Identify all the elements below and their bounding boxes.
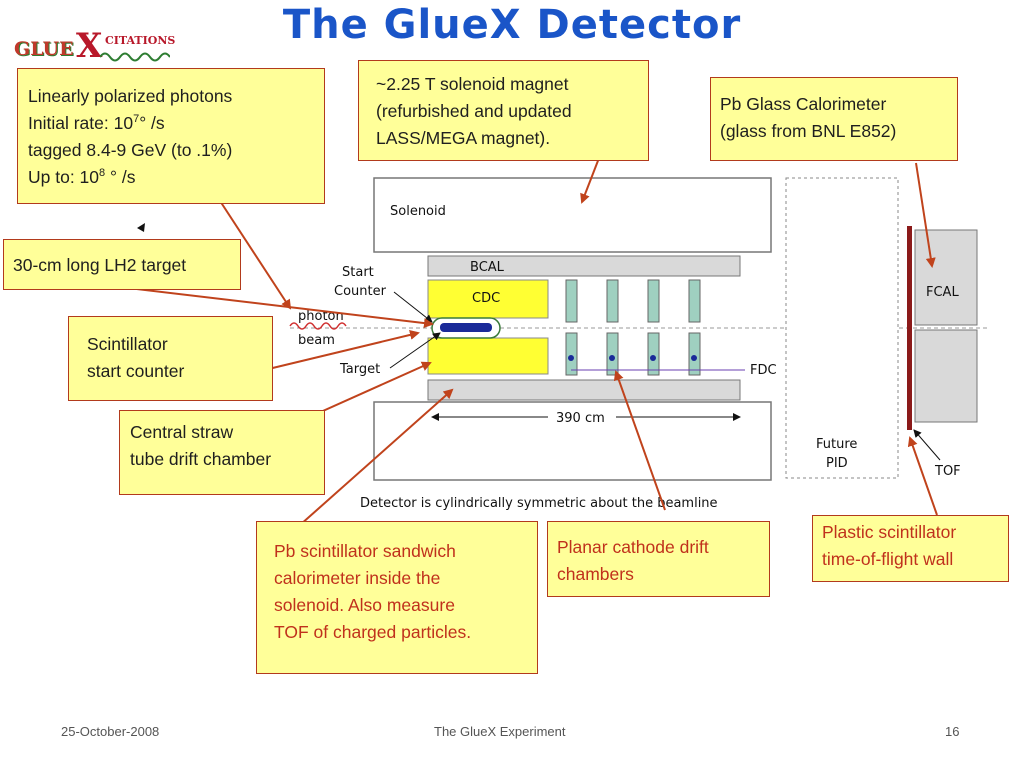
solenoid-upper xyxy=(373,177,772,253)
future-pid-box xyxy=(785,177,899,479)
central-straw-line-1: Central straw xyxy=(130,422,234,442)
start-counter-label-1: Start xyxy=(342,265,374,280)
pb-glass-box: Pb Glass Calorimeter (glass from BNL E85… xyxy=(710,77,958,161)
scintillator-line-1: Scintillator xyxy=(87,334,168,354)
diagram-caption: Detector is cylindrically symmetric abou… xyxy=(360,496,718,511)
photons-line-3: tagged 8.4-9 GeV (to .1%) xyxy=(28,140,233,160)
bcal-upper xyxy=(427,255,741,277)
fdc-package-4-upper xyxy=(688,279,701,323)
tof-wall xyxy=(907,226,912,430)
pb-scint-box: Pb scintillator sandwich calorimeter ins… xyxy=(256,521,538,674)
fcal-upper xyxy=(914,229,978,326)
arrow-pb-scint xyxy=(299,388,454,526)
plastic-line-1: Plastic scintillator xyxy=(822,522,957,542)
logo-glue-text: GLUE xyxy=(14,38,74,60)
fdc-package-1-lower xyxy=(565,332,578,376)
fdc-package-1-upper xyxy=(565,279,578,323)
arrow-pb-glass xyxy=(915,162,936,268)
footer-title: The GlueX Experiment xyxy=(434,724,566,739)
slide-title: The GlueX Detector xyxy=(282,2,742,48)
planar-box: Planar cathode drift chambers xyxy=(547,521,770,597)
target-box: 30-cm long LH2 target xyxy=(3,239,241,290)
stray-arrowhead-icon xyxy=(137,223,145,232)
start-counter-label-2: Counter xyxy=(334,284,387,299)
logo-citations-text: CITATIONS xyxy=(105,34,176,47)
photon-beam-wave xyxy=(289,322,347,330)
fcal-label: FCAL xyxy=(926,285,959,300)
arrow-scintillator xyxy=(255,330,420,373)
target-pointer xyxy=(389,332,441,369)
plastic-box: Plastic scintillator time-of-flight wall xyxy=(812,515,1009,582)
logo-x-text: X xyxy=(76,26,103,66)
fdc-package-3-lower xyxy=(647,332,660,376)
footer-date: 25-October-2008 xyxy=(61,724,160,739)
solenoid-label: Solenoid xyxy=(390,204,446,219)
target-shape xyxy=(440,323,492,332)
beam-label: beam xyxy=(298,333,335,348)
fdc-package-4-lower xyxy=(688,332,701,376)
bcal-lower xyxy=(427,379,741,401)
length-label: 390 cm xyxy=(556,411,605,426)
fcal-lower xyxy=(914,329,978,423)
pb-scint-line-2: calorimeter inside the xyxy=(274,568,441,588)
bcal-label: BCAL xyxy=(470,260,505,275)
solenoid-magnet-box: ~2.25 T solenoid magnet (refurbished and… xyxy=(358,60,649,161)
target-line-1: 30-cm long LH2 target xyxy=(13,255,187,275)
photons-box: Linearly polarized photons Initial rate:… xyxy=(17,68,325,204)
gluex-citations-logo: GLUE X CITATIONS xyxy=(12,26,176,72)
logo-wave-icon xyxy=(100,52,170,62)
central-straw-box: Central straw tube drift chamber xyxy=(119,410,325,495)
cdc-label: CDC xyxy=(472,291,500,306)
photons-line-1: Linearly polarized photons xyxy=(28,86,233,106)
cdc-upper xyxy=(427,279,549,319)
pb-glass-line-2: (glass from BNL E852) xyxy=(720,121,897,141)
arrow-planar xyxy=(613,370,666,511)
fdc-package-2-upper xyxy=(606,279,619,323)
footer-page-number: 16 xyxy=(945,724,960,739)
pb-scint-line-4: TOF of charged particles. xyxy=(274,622,472,642)
pb-scint-line-3: solenoid. Also measure xyxy=(274,595,455,615)
central-straw-line-2: tube drift chamber xyxy=(130,449,272,469)
solenoid-magnet-line-2: (refurbished and updated xyxy=(376,101,572,121)
pb-glass-line-1: Pb Glass Calorimeter xyxy=(720,94,887,114)
fdc-package-2-lower xyxy=(606,332,619,376)
cdc-lower xyxy=(427,337,549,375)
target-label: Target xyxy=(339,362,380,377)
plastic-line-2: time-of-flight wall xyxy=(822,549,954,569)
arrow-plastic xyxy=(907,436,938,516)
solenoid-magnet-line-3: LASS/MEGA magnet). xyxy=(376,128,551,148)
scintillator-line-2: start counter xyxy=(87,361,185,381)
future-pid-label-1: Future xyxy=(816,437,857,452)
photons-line-2: Initial rate: 107° /s xyxy=(28,113,165,133)
pb-scint-line-1: Pb scintillator sandwich xyxy=(274,541,456,561)
planar-line-1: Planar cathode drift xyxy=(557,537,709,557)
fdc-package-3-upper xyxy=(647,279,660,323)
planar-line-2: chambers xyxy=(557,564,634,584)
fdc-label: FDC xyxy=(750,363,777,378)
future-pid-label-2: PID xyxy=(826,456,848,471)
solenoid-magnet-line-1: ~2.25 T solenoid magnet xyxy=(376,74,569,94)
scintillator-box: Scintillator start counter xyxy=(68,316,273,401)
tof-label: TOF xyxy=(934,464,961,479)
start-counter-pointer xyxy=(393,291,433,323)
photons-line-4: Up to: 108 ° /s xyxy=(28,167,136,187)
tof-pointer xyxy=(913,429,941,461)
